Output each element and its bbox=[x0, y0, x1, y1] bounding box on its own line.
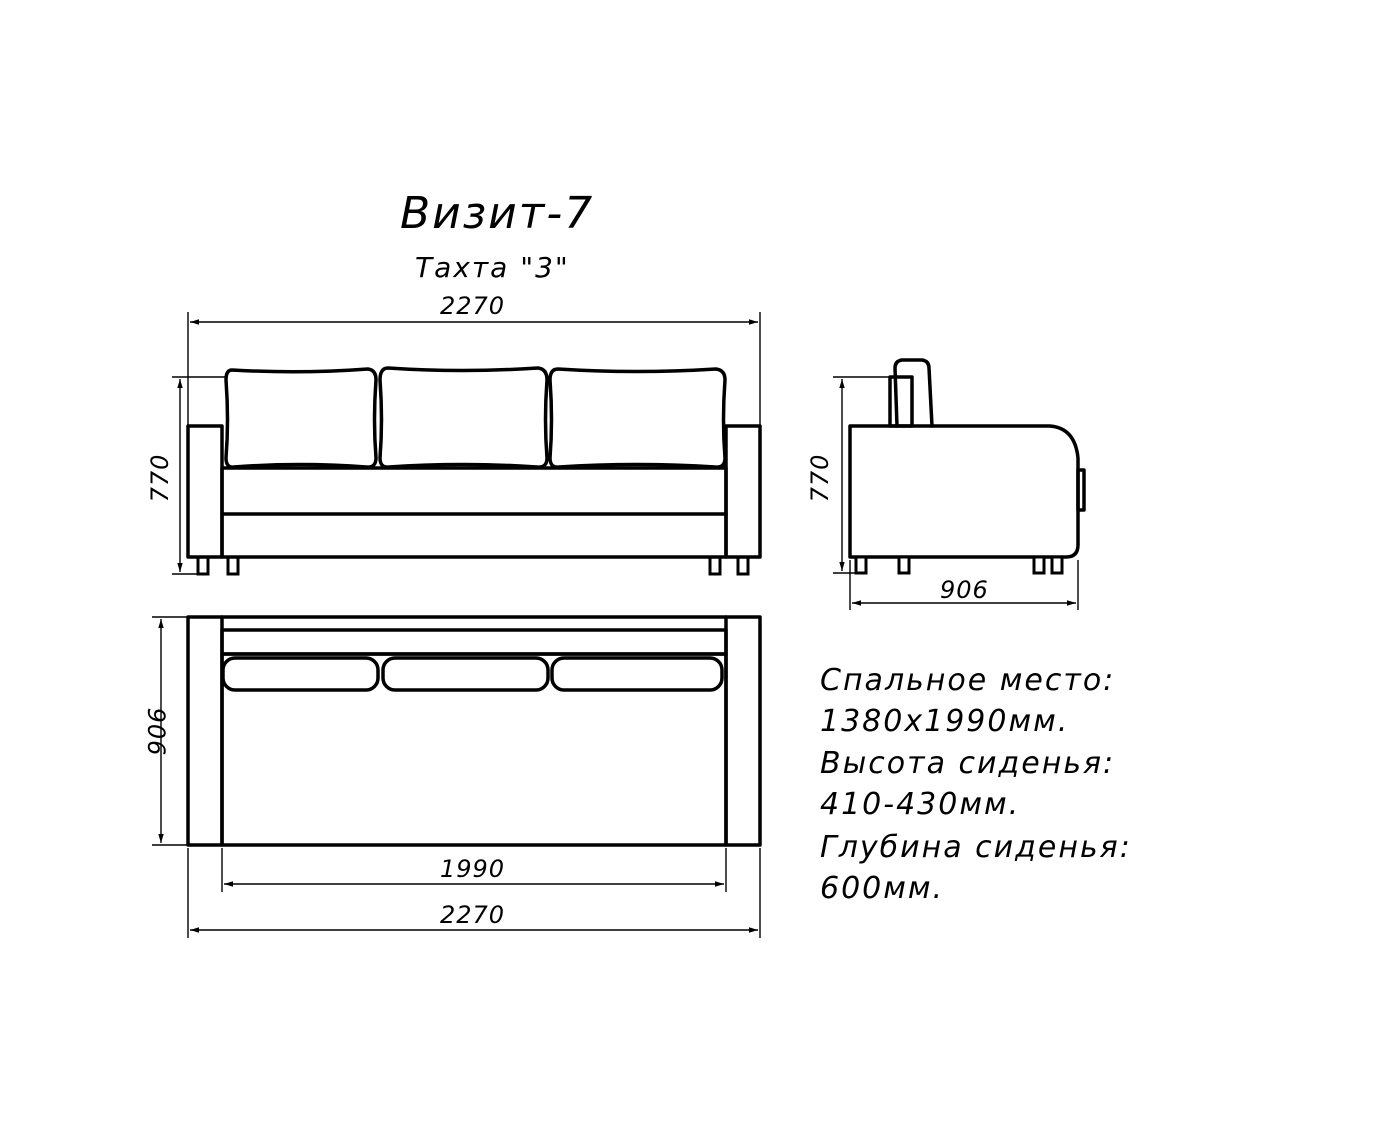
front-right-arm bbox=[724, 424, 762, 559]
spec-line: 600мм. bbox=[820, 871, 944, 906]
top-width-label: 2270 bbox=[440, 901, 505, 929]
front-leg bbox=[226, 555, 240, 576]
specs-block: Спальное место: 1380х1990мм. Высота сиде… bbox=[820, 663, 1132, 906]
front-leg bbox=[736, 555, 750, 576]
drawing-title: Визит-7 bbox=[400, 188, 594, 239]
front-width-label: 2270 bbox=[440, 292, 505, 320]
spec-line: Спальное место: bbox=[820, 663, 1115, 698]
top-backrest bbox=[220, 628, 728, 656]
side-view: 770 906 bbox=[806, 358, 1086, 610]
top-pillow bbox=[221, 656, 380, 692]
top-pillow bbox=[381, 656, 550, 692]
top-view: 906 1990 2270 bbox=[142, 615, 762, 938]
spec-line: Глубина сиденья: bbox=[820, 830, 1132, 865]
spec-line: 1380х1990мм. bbox=[820, 704, 1069, 739]
side-back bbox=[888, 375, 914, 428]
spec-line: Высота сиденья: bbox=[820, 746, 1115, 781]
side-body bbox=[848, 424, 1080, 559]
top-pillow bbox=[550, 656, 724, 692]
top-left-arm bbox=[186, 615, 224, 847]
front-leg bbox=[196, 555, 210, 576]
front-back-cushion bbox=[224, 367, 378, 469]
front-leg bbox=[708, 555, 722, 576]
side-depth-label: 906 bbox=[940, 576, 989, 604]
front-back-cushion bbox=[378, 366, 549, 469]
front-height-label: 770 bbox=[146, 454, 174, 503]
front-left-arm bbox=[186, 424, 224, 559]
top-inner-width-label: 1990 bbox=[440, 855, 505, 883]
drawing-subtitle: Тахта "3" bbox=[415, 251, 570, 284]
side-height-label: 770 bbox=[806, 454, 834, 503]
top-depth-label: 906 bbox=[142, 708, 170, 757]
spec-line: 410-430мм. bbox=[820, 787, 1020, 822]
side-back-cushion bbox=[893, 358, 934, 428]
top-right-arm bbox=[724, 615, 762, 847]
front-view: 2270 770 bbox=[146, 292, 762, 576]
front-back-cushion bbox=[548, 367, 727, 469]
top-seat bbox=[220, 652, 728, 847]
